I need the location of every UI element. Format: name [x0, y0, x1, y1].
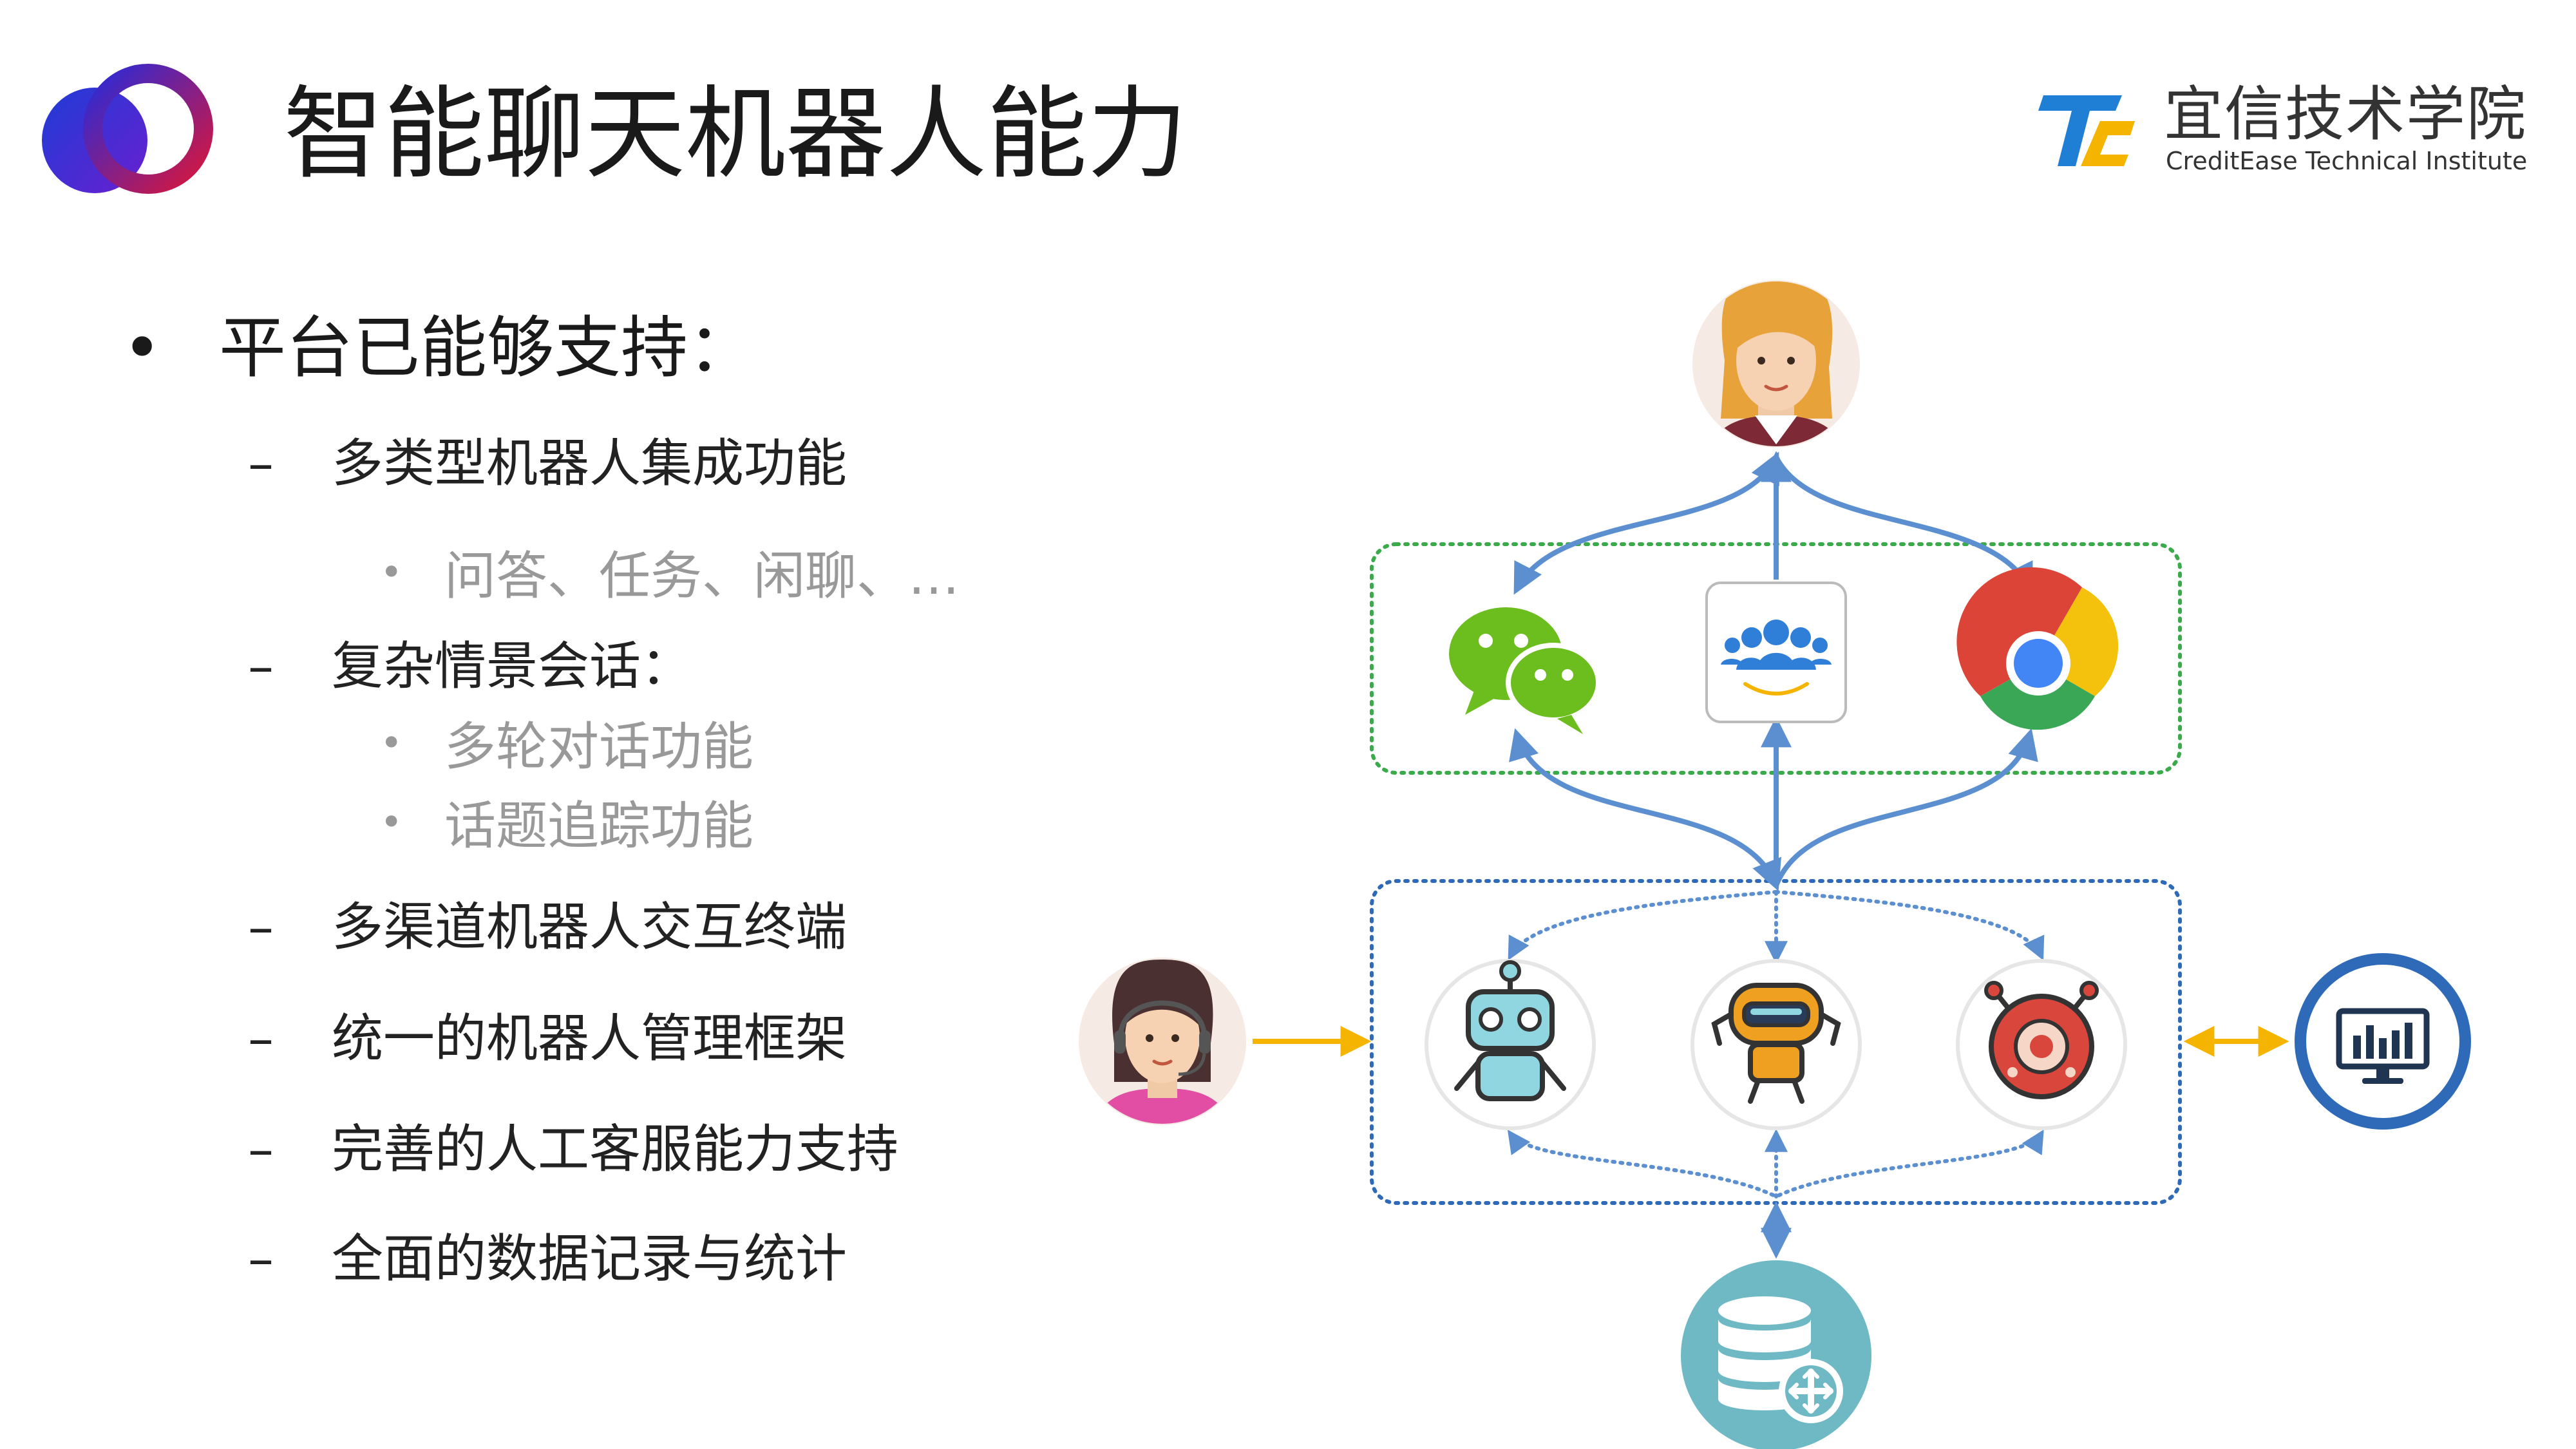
bullet-marker: – — [248, 1119, 274, 1179]
institute-name-en: CreditEase Technical Institute — [2166, 147, 2528, 175]
bullet-marker: • — [122, 308, 162, 387]
bullet-marker: – — [248, 433, 274, 493]
bullet-data-statistics: – 全面的数据记录与统计 — [248, 1224, 847, 1294]
user-channel-arrows — [1513, 451, 2033, 595]
bullet-multi-type-bots: – 多类型机器人集成功能 — [248, 428, 847, 499]
bullet-marker: – — [248, 1229, 274, 1289]
robot-icon — [1956, 959, 2127, 1130]
chrome-browser-icon — [1956, 567, 2119, 730]
bullet-marker: • — [380, 800, 403, 845]
customer-service-agent-icon — [1079, 958, 1246, 1125]
bullet-marker: – — [248, 636, 274, 696]
bullet-text: 话题追踪功能 — [444, 796, 753, 856]
bullet-complex-dialog: – 复杂情景会话： — [248, 631, 692, 702]
bullet-marker: – — [248, 897, 274, 957]
bullet-text: 多类型机器人集成功能 — [332, 433, 847, 493]
bullet-text: 完善的人工客服能力支持 — [332, 1119, 898, 1179]
bullet-text: 问答、任务、闲聊、… — [444, 546, 960, 606]
bullet-marker: • — [380, 721, 403, 766]
channel-bot-arrows — [1509, 716, 2038, 891]
bullet-text: 多轮对话功能 — [444, 717, 753, 777]
slide-title: 智能聊天机器人能力 — [283, 75, 1188, 193]
institute-logo: 宜信技术学院 CreditEase Technical Institute — [2038, 76, 2547, 179]
bullet-human-service: – 完善的人工客服能力支持 — [248, 1114, 898, 1185]
bullet-text: 平台已能够支持： — [219, 308, 755, 387]
bullet-multi-channel: – 多渠道机器人交互终端 — [248, 892, 847, 963]
bullet-management-framework: – 统一的机器人管理框架 — [248, 1003, 847, 1074]
institute-name-cn: 宜信技术学院 — [2164, 80, 2528, 149]
bullet-text: 多渠道机器人交互终端 — [332, 897, 847, 957]
community-app-icon — [1705, 582, 1847, 723]
robot-icon — [1425, 959, 1596, 1130]
bullet-text: 全面的数据记录与统计 — [332, 1229, 847, 1289]
bullet-multi-turn: • 多轮对话功能 — [380, 712, 753, 782]
robot-icon — [1690, 959, 1862, 1130]
bullet-text: 复杂情景会话： — [332, 636, 692, 696]
dashboard-monitor-icon — [2295, 953, 2471, 1130]
bullet-marker: – — [248, 1009, 274, 1068]
bullet-marker: • — [380, 550, 403, 595]
bullet-text: 统一的机器人管理框架 — [332, 1009, 847, 1068]
bullet-bot-types: • 问答、任务、闲聊、… — [380, 541, 960, 612]
bot-internal-arrows — [1507, 890, 2045, 1198]
database-icon — [1681, 1260, 1871, 1449]
wechat-icon — [1449, 607, 1601, 734]
bullet-topic-tracking: • 话题追踪功能 — [380, 791, 753, 862]
bullet-platform: • 平台已能够支持： — [122, 303, 755, 393]
brand-logo-icon — [42, 64, 213, 194]
user-avatar-icon — [1692, 280, 1860, 448]
institute-tc-icon — [2038, 95, 2135, 166]
